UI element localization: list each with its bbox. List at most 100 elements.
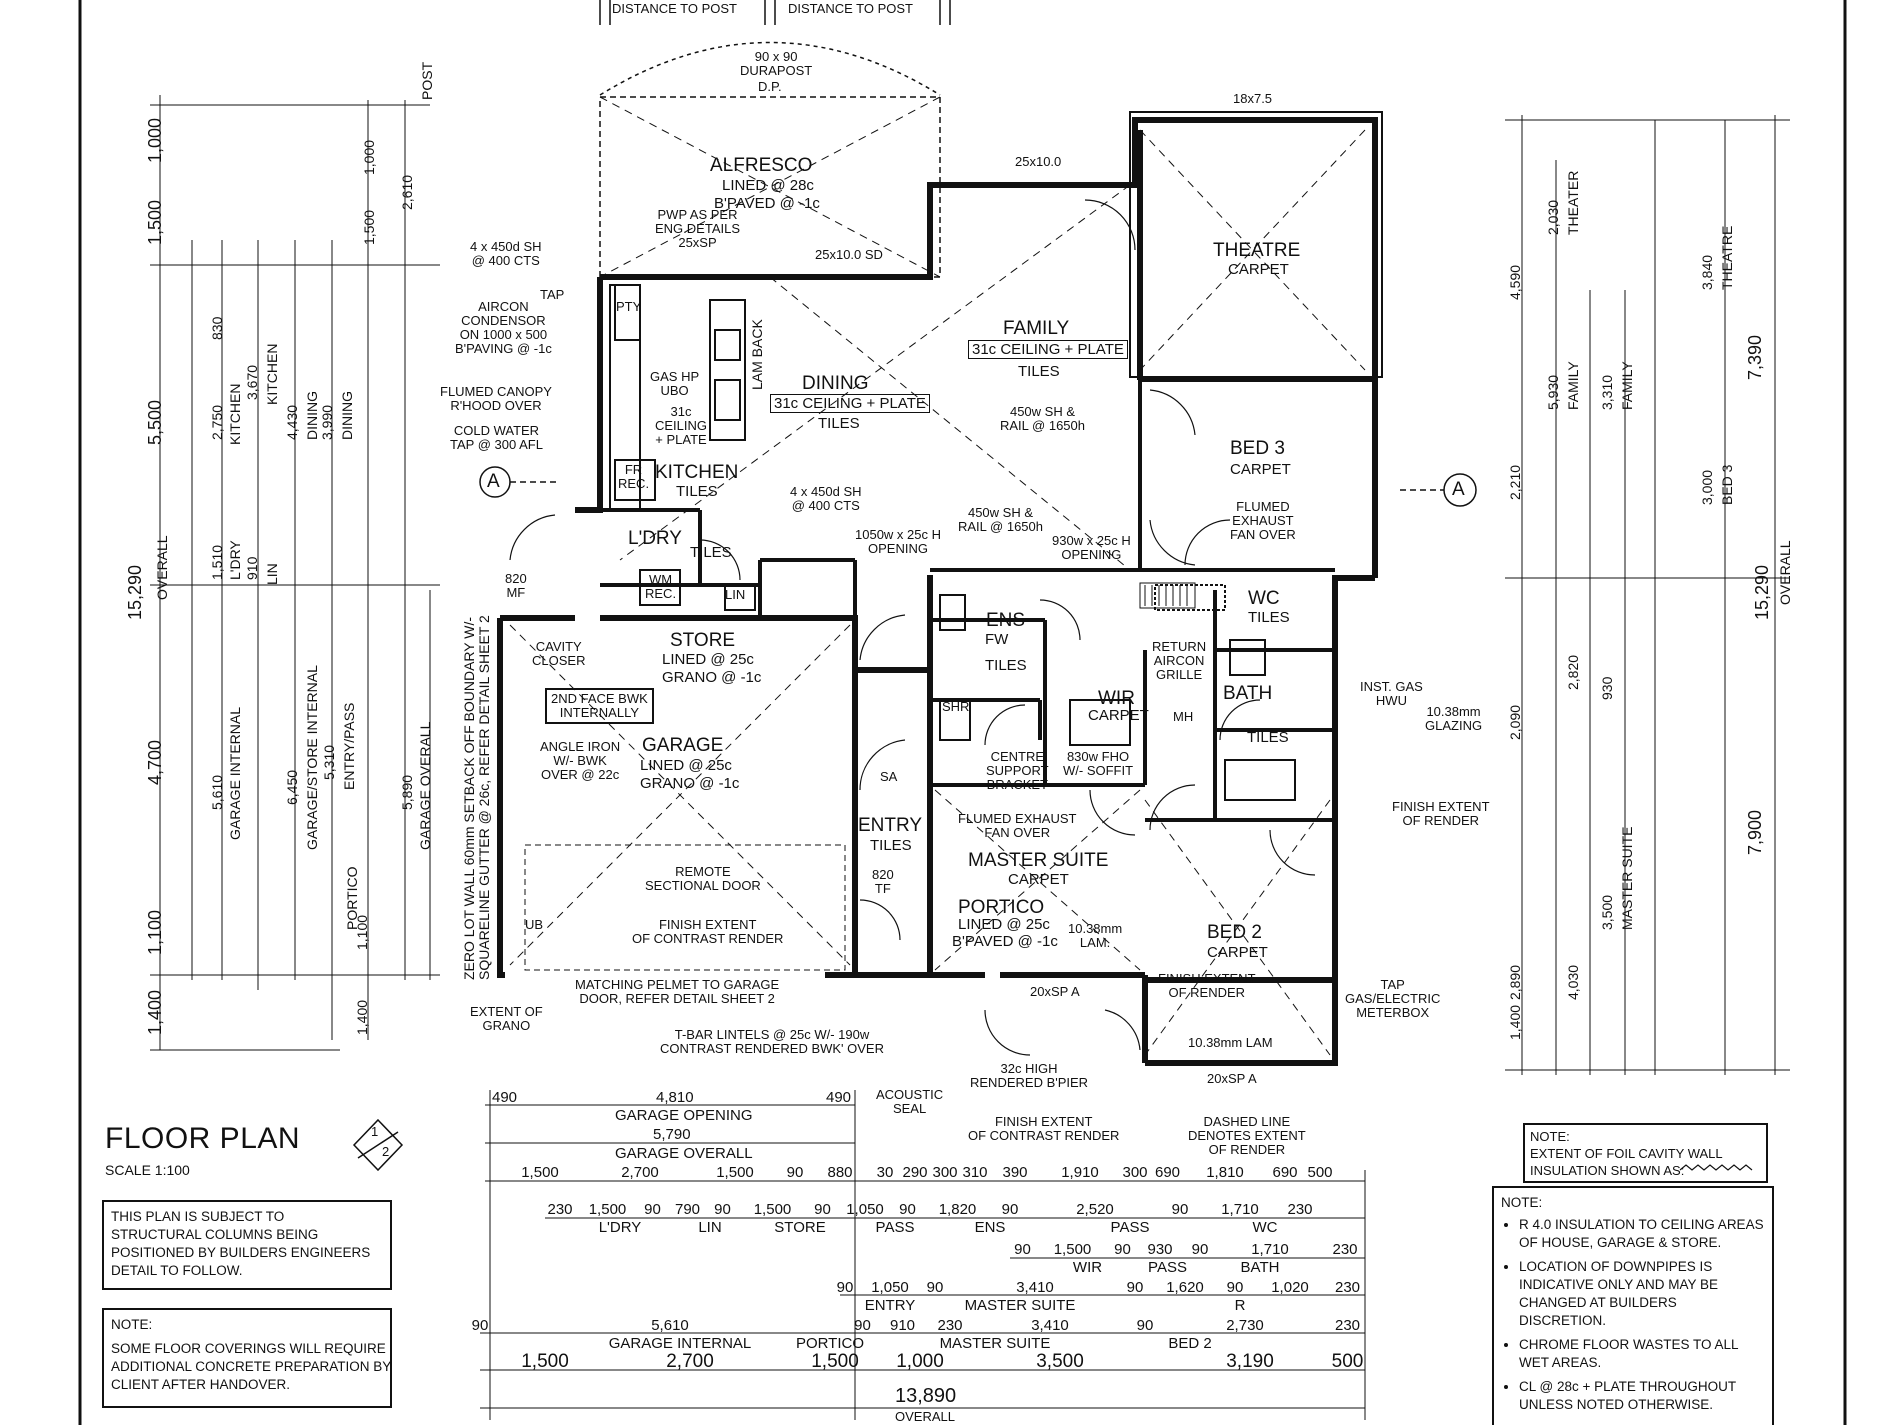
right-dim-1800: 930: [1599, 676, 1615, 700]
room-portico-note2: B'PAVED @ -1c: [952, 933, 1058, 950]
left-dim-garage-store: GARAGE/STORE INTERNAL: [304, 665, 320, 850]
room-bath-note: TILES: [1247, 729, 1289, 746]
angle-iron-note: ANGLE IRON W/- BWK OVER @ 22c: [540, 739, 621, 782]
general-note-2: LOCATION OF DOWNPIPES IS INDICATIVE ONLY…: [1519, 1258, 1765, 1330]
sheet-badge: [352, 1118, 404, 1172]
bottom-dim-row5-labels: WIR PASS BATH: [1072, 1259, 1280, 1276]
second-face-note: 2ND FACE BWK INTERNALLY: [545, 688, 654, 724]
room-family-note2: TILES: [1018, 363, 1060, 380]
room-alfresco-note1: LINED @ 28c: [722, 177, 814, 194]
bottom-dim-overall-label: OVERALL: [895, 1409, 955, 1424]
tf-label: 820 TF: [872, 867, 894, 896]
right-dim-3310: 3,310: [1599, 374, 1615, 410]
bottom-dim-row7: 90 5,610 90 910 230 3,410 90 2,730 230: [471, 1317, 1361, 1334]
room-ens-note2: TILES: [985, 657, 1027, 674]
right-dim-1400: 1,400: [1507, 1004, 1523, 1040]
left-dim-910: 910: [244, 556, 260, 580]
left-dim-2610: 2,610: [399, 174, 415, 210]
right-dimension-lines: [1505, 115, 1790, 1075]
pty-label: PTY: [616, 299, 642, 314]
floor-covering-note-box: NOTE: SOME FLOOR COVERINGS WILL REQUIRE …: [102, 1308, 392, 1408]
room-dining-note1: 31c CEILING + PLATE: [770, 394, 930, 413]
bottom-dim-row3: 1,500 2,700 1,500 90 880 30 290 300 310 …: [521, 1164, 1333, 1181]
right-dim-2210: 2,210: [1507, 464, 1523, 500]
gas-hp-note: GAS HP UBO: [650, 369, 700, 398]
room-wir-name: WIR: [1098, 688, 1135, 709]
right-dim-3000: 3,000: [1699, 469, 1715, 505]
room-alfresco-name: ALFRESCO: [710, 155, 813, 176]
dashed-line-note: DASHED LINE DENOTES EXTENT OF RENDER: [1188, 1114, 1306, 1157]
lin-label: LIN: [725, 587, 746, 602]
pelmet-note: MATCHING PELMET TO GARAGE DOOR, REFER DE…: [575, 977, 780, 1006]
room-wc-name: WC: [1248, 588, 1280, 609]
remote-door-note: REMOTE SECTIONAL DOOR: [645, 864, 761, 893]
room-bed3-note: CARPET: [1230, 461, 1291, 478]
cavity-closer-note: CAVITY CLOSER: [532, 639, 586, 668]
rail-450-note: 450w SH & RAIL @ 1650h: [1000, 404, 1085, 433]
right-dim-2890: 2,890: [1507, 964, 1523, 1000]
flumed-exhaust-note: FLUMED EXHAUST FAN OVER: [1230, 499, 1296, 542]
fr-rec-label: FR REC.: [618, 462, 650, 491]
room-entry-note: TILES: [870, 837, 912, 854]
beam-top-label: 18x7.5: [1233, 91, 1273, 106]
room-theatre-note: CARPET: [1228, 261, 1289, 278]
right-dim-theater: THEATER: [1565, 170, 1581, 235]
left-dim-1510: 1,510: [209, 544, 225, 580]
floor-covering-note-text: SOME FLOOR COVERINGS WILL REQUIRE ADDITI…: [111, 1341, 392, 1392]
general-note-4: CL @ 28c + PLATE THROUGHOUT UNLESS NOTED…: [1519, 1378, 1765, 1414]
section-marker-right-label: A: [1452, 479, 1465, 500]
foil-insulation-note: NOTE: EXTENT OF FOIL CAVITY WALL INSULAT…: [1523, 1123, 1768, 1183]
room-bed2-note: CARPET: [1207, 944, 1268, 961]
acoustic-note: ACOUSTIC SEAL: [876, 1087, 944, 1116]
room-laundry-name: L'DRY: [628, 528, 682, 549]
sh-450-kitchen-note: 4 x 450d SH @ 400 CTS: [790, 484, 862, 513]
right-dim-2030: 2,030: [1545, 199, 1561, 235]
right-dim-4030: 4,030: [1565, 964, 1581, 1000]
header-label-2: DISTANCE TO POST: [788, 1, 913, 16]
glazing-note: 10.38mm GLAZING: [1425, 704, 1483, 733]
room-garage-name: GARAGE: [642, 735, 724, 756]
right-dim-master-suite: MASTER SUITE: [1619, 826, 1635, 930]
left-dim-1000b: 1,000: [361, 139, 377, 175]
right-dim-bed3: BED 3: [1719, 464, 1735, 505]
bottom-dim-row4: 230 1,500 90 790 90 1,500 90 1,050 90 1,…: [547, 1201, 1313, 1218]
right-dim-4590: 4,590: [1507, 264, 1523, 300]
bottom-dim-row4-labels: L'DRY LIN STORE PASS ENS PASS WC: [598, 1219, 1278, 1236]
bottom-dim-row6: 90 1,050 90 3,410 90 1,620 90 1,020 230: [836, 1279, 1361, 1296]
left-dim-1000: 1,000: [145, 117, 165, 163]
rail-450b-note: 450w SH & RAIL @ 1650h: [958, 505, 1043, 534]
room-family-note1: 31c CEILING + PLATE: [968, 340, 1128, 359]
room-ens-note1: FW: [985, 631, 1009, 648]
room-portico-name: PORTICO: [958, 897, 1045, 918]
left-dim-post: POST: [419, 61, 435, 100]
general-notes-title: NOTE:: [1501, 1195, 1543, 1210]
left-dimension-lines: [150, 95, 440, 1051]
left-dim-1500b: 1,500: [361, 209, 377, 245]
right-dim-3840: 3,840: [1699, 254, 1715, 290]
left-dim-2750: 2,750: [209, 404, 225, 440]
room-kitchen-note: TILES: [676, 483, 718, 500]
room-bed2-name: BED 2: [1207, 922, 1262, 943]
flumed-master-note: FLUMED EXHAUST FAN OVER: [958, 811, 1077, 840]
section-marker-left: [479, 466, 560, 498]
room-kitchen-name: KITCHEN: [655, 462, 739, 483]
room-entry-name: ENTRY: [858, 815, 923, 836]
structural-note-box: THIS PLAN IS SUBJECT TO STRUCTURAL COLUM…: [102, 1200, 392, 1290]
sa-label: SA: [880, 769, 898, 784]
alfresco-arc: [599, 41, 941, 96]
general-note-1: R 4.0 INSULATION TO CEILING AREAS OF HOU…: [1519, 1216, 1765, 1252]
left-dim-6450: 6,450: [284, 769, 300, 805]
left-dim-lin: LIN: [264, 563, 280, 585]
opening-930-note: 930w x 25c H OPENING: [1052, 533, 1131, 562]
mh-label: MH: [1173, 709, 1194, 724]
right-dim-overall-label: OVERALL: [1777, 540, 1793, 605]
bottom-dim-garage-overall: GARAGE OVERALL: [615, 1145, 753, 1162]
room-master-note: CARPET: [1008, 871, 1069, 888]
room-wir-note: CARPET: [1088, 707, 1149, 724]
sp-a-label: 20xSP A: [1030, 984, 1080, 999]
dp-label: D.P.: [758, 79, 782, 94]
sp-a2-label: 20xSP A: [1207, 1071, 1257, 1086]
cold-water-note: COLD WATER TAP @ 300 AFL: [450, 423, 543, 452]
t-bar-note: T-BAR LINTELS @ 25c W/- 190w CONTRAST RE…: [660, 1027, 884, 1056]
